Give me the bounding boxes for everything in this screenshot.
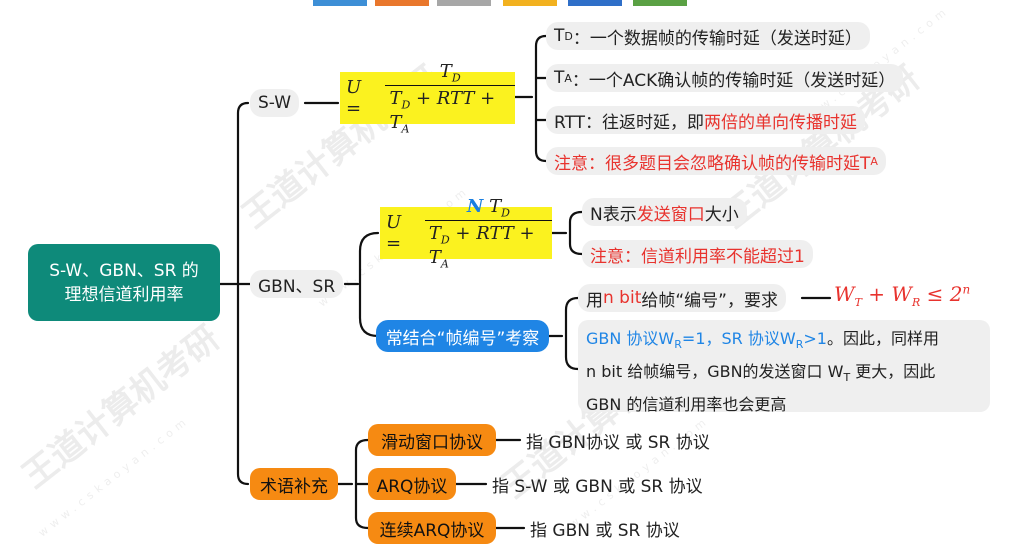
top-color-strip-6 (633, 0, 687, 6)
explain-rest-1: 。因此，同样用 (826, 329, 939, 348)
explain-blue-1: GBN 协议W (586, 329, 675, 348)
formula-u-label: U = (346, 77, 362, 119)
window-text-c: 大小 (704, 204, 739, 225)
window-text-a: N表示 (590, 204, 637, 225)
top-color-strip-1 (313, 0, 367, 6)
branch-terms: 术语补充 (250, 468, 338, 500)
formula-denominator-rest: + RTT + T (428, 223, 535, 268)
formula-u-label: U = (386, 212, 402, 254)
root-node: S-W、GBN、SR 的 理想信道利用率 (28, 244, 220, 321)
top-color-strip-3 (437, 0, 491, 6)
formula-numerator-sub: D (451, 71, 461, 85)
formula-denominator-rest: + RTT + T (389, 88, 496, 133)
formula-denominator-sub: D (440, 233, 450, 247)
root-line-2: 理想信道利用率 (64, 284, 184, 305)
explain-line-2-sub: T (843, 371, 851, 385)
explain-blue-3: >1 (803, 329, 827, 348)
sw-note-rtt: RTT：往返时延，即两倍的单向传播时延 (546, 106, 866, 134)
gbn-efficiency-formula: U = N TD TD + RTT + TA (380, 196, 552, 270)
formula-numerator: T (483, 195, 502, 217)
top-color-strip-2 (375, 0, 429, 6)
req-text-c: 给帧“编号”，要求 (641, 290, 778, 311)
explain-line-2b: 更大，因此 (850, 362, 936, 382)
term-arq: ARQ协议 (368, 468, 456, 500)
td-symbol: T (554, 26, 565, 46)
explain-blue-sub1: R (674, 338, 682, 352)
window-highlight: 发送窗口 (636, 204, 705, 225)
ineq-sub-r: R (911, 296, 921, 309)
ineq-w: W (834, 282, 855, 306)
td-text: ：一个数据帧的传输时延（发送时延） (572, 28, 862, 49)
window-inequality: WT + WR ≤ 2n (834, 282, 970, 309)
frame-numbering-requirement: 用 n bit 给帧“编号”，要求 (578, 284, 786, 312)
formula-window-n: N (466, 195, 484, 217)
frame-numbering-explanation: GBN 协议WR=1，SR 协议WR>1。因此，同样用 n bit 给帧编号，G… (578, 320, 990, 414)
formula-denominator-sub-a: A (401, 122, 410, 136)
gbn-note-window: N表示发送窗口大小 (582, 198, 747, 226)
formula-denominator: T (428, 223, 441, 245)
term-continuous-arq-desc: 指 GBN 或 SR 协议 (530, 520, 680, 541)
branch-sw: S-W (250, 89, 300, 117)
warning-text: 注意：很多题目会忽略确认帧的传输时延T (554, 153, 871, 174)
explain-blue-sub2: R (795, 338, 804, 352)
formula-numerator-sub: D (501, 206, 510, 220)
warning-sub: A (870, 154, 878, 168)
explain-line-2a: n bit 给帧编号，GBN的发送窗口 W (586, 362, 844, 382)
td-sub: D (564, 29, 573, 43)
term-arq-desc: 指 S-W 或 GBN 或 SR 协议 (492, 476, 703, 497)
formula-denominator: T (389, 88, 402, 110)
ta-text: ：一个ACK确认帧的传输时延（发送时延） (571, 70, 896, 91)
term-continuous-arq: 连续ARQ协议 (368, 512, 496, 544)
explain-line-3: GBN 的信道利用率也会更高 (586, 395, 787, 415)
ta-symbol: T (554, 68, 565, 88)
branch-gbn-sr: GBN、SR (250, 270, 344, 298)
frame-numbering-node: 常结合“帧编号”考察 (376, 320, 549, 352)
term-sliding-window: 滑动窗口协议 (368, 424, 496, 456)
ineq-sub-t: T (854, 296, 862, 309)
formula-denominator-sub: D (401, 98, 411, 112)
top-color-strip-4 (503, 0, 557, 6)
top-color-strip-5 (568, 0, 622, 6)
formula-denominator-sub-a: A (440, 257, 449, 271)
rtt-text: RTT：往返时延，即 (554, 112, 705, 133)
gbn-note-warning: 注意：信道利用率不能超过1 (582, 240, 813, 268)
ineq-sup: n (962, 282, 971, 297)
ineq-end: ≤ 2 (920, 282, 963, 306)
explain-blue-2: =1，SR 协议W (681, 329, 796, 348)
ineq-mid: + W (861, 282, 912, 306)
req-text-a: 用 (586, 290, 603, 311)
formula-numerator: T (439, 60, 452, 82)
req-nbit: n bit (603, 288, 642, 308)
rtt-highlight: 两倍的单向传播时延 (704, 112, 858, 133)
ta-sub: A (564, 71, 572, 85)
term-sliding-window-desc: 指 GBN协议 或 SR 协议 (526, 432, 710, 453)
root-line-1: S-W、GBN、SR 的 (49, 260, 199, 281)
sw-efficiency-formula: U = TD TD + RTT + TA (340, 61, 515, 135)
